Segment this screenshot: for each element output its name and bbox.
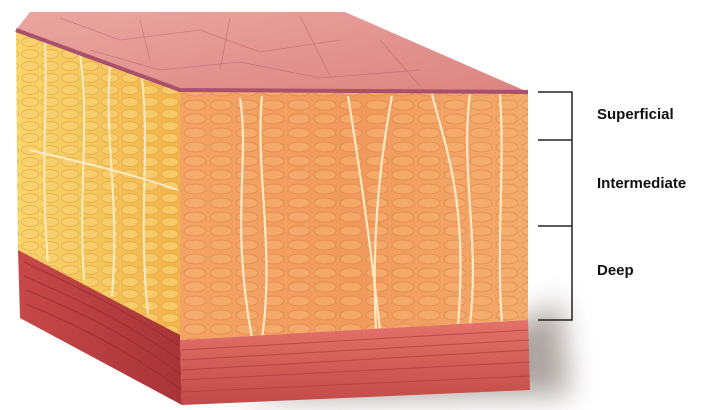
label-deep: Deep bbox=[597, 262, 634, 279]
label-superficial: Superficial bbox=[597, 106, 674, 123]
label-intermediate: Intermediate bbox=[597, 175, 686, 192]
layer-bracket bbox=[538, 92, 572, 320]
front-face-fat bbox=[180, 90, 528, 340]
